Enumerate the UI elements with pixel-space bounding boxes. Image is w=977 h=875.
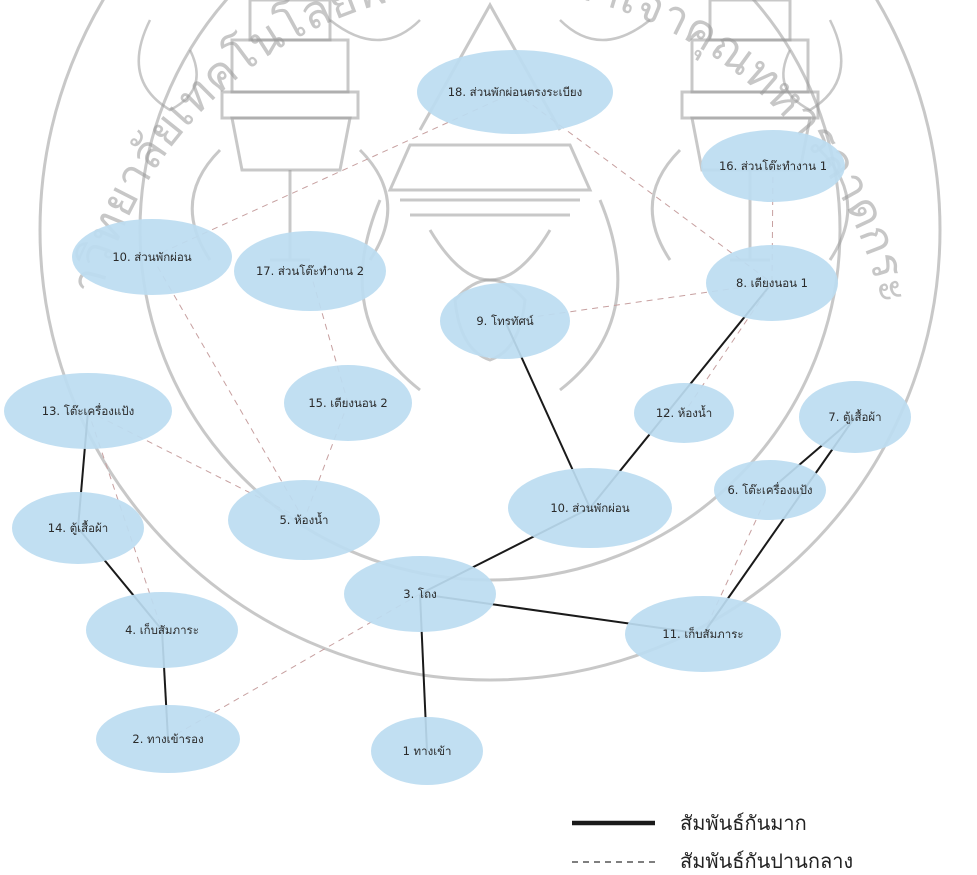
node-ellipse	[96, 705, 240, 773]
legend: สัมพันธ์กันมาก สัมพันธ์กันปานกลาง	[572, 811, 853, 873]
node-ellipse	[72, 219, 232, 295]
node-n8: 8. เตียงนอน 1	[706, 245, 838, 321]
node-n2: 2. ทางเข้ารอง	[96, 705, 240, 773]
node-ellipse	[228, 480, 380, 560]
node-n5: 5. ห้องน้ำ	[228, 480, 380, 560]
node-n17: 17. ส่วนโต๊ะทำงาน 2	[234, 231, 386, 311]
node-ellipse	[234, 231, 386, 311]
node-n18: 18. ส่วนพักผ่อนตรงระเบียง	[417, 50, 613, 134]
node-label: 16. ส่วนโต๊ะทำงาน 1	[719, 159, 827, 173]
node-ellipse	[799, 381, 911, 453]
node-n12: 12. ห้องน้ำ	[634, 383, 734, 443]
node-n4: 4. เก็บสัมภาระ	[86, 592, 238, 668]
node-n7: 7. ตู้เสื้อผ้า	[799, 381, 911, 453]
node-label: 11. เก็บสัมภาระ	[662, 626, 743, 641]
node-ellipse	[440, 283, 570, 359]
node-label: 5. ห้องน้ำ	[279, 512, 328, 527]
node-ellipse	[86, 592, 238, 668]
node-label: 18. ส่วนพักผ่อนตรงระเบียง	[448, 85, 583, 99]
node-label: 9. โทรทัศน์	[476, 314, 533, 328]
node-label: 10. ส่วนพักผ่อน	[550, 501, 629, 515]
node-label: 1 ทางเข้า	[403, 744, 452, 758]
node-ellipse	[634, 383, 734, 443]
legend-strong-label: สัมพันธ์กันมาก	[680, 811, 807, 835]
seal-outer-ring	[38, 0, 942, 682]
node-n9: 9. โทรทัศน์	[440, 283, 570, 359]
node-ellipse	[706, 245, 838, 321]
edge-n10a-n5-medium	[151, 256, 305, 521]
swirl-ornaments	[137, 19, 843, 112]
node-ellipse	[12, 492, 144, 564]
node-label: 14. ตู้เสื้อผ้า	[48, 520, 108, 535]
node-label: 17. ส่วนโต๊ะทำงาน 2	[256, 264, 364, 278]
node-label: 10. ส่วนพักผ่อน	[112, 250, 191, 264]
legend-medium-label: สัมพันธ์กันปานกลาง	[680, 849, 853, 873]
node-n6: 6. โต๊ะเครื่องแป้ง	[714, 460, 826, 520]
node-n10b: 10. ส่วนพักผ่อน	[508, 468, 672, 548]
node-n14: 14. ตู้เสื้อผ้า	[12, 492, 144, 564]
node-n16: 16. ส่วนโต๊ะทำงาน 1	[701, 130, 845, 202]
node-label: 6. โต๊ะเครื่องแป้ง	[727, 482, 812, 497]
edge-n16-n8-medium	[771, 165, 774, 284]
node-ellipse	[508, 468, 672, 548]
node-n1: 1 ทางเข้า	[371, 717, 483, 785]
node-ellipse	[625, 596, 781, 672]
node-label: 7. ตู้เสื้อผ้า	[828, 409, 881, 424]
node-label: 2. ทางเข้ารอง	[132, 732, 203, 746]
node-ellipse	[344, 556, 496, 632]
nodes-layer: 18. ส่วนพักผ่อนตรงระเบียง 16. ส่วนโต๊ะทำง…	[4, 50, 911, 785]
node-label: 15. เตียงนอน 2	[308, 396, 387, 410]
edge-n18-n8-medium	[514, 91, 773, 284]
node-n3: 3. โถง	[344, 556, 496, 632]
node-label: 12. ห้องน้ำ	[656, 405, 712, 420]
node-ellipse	[284, 365, 412, 441]
node-ellipse	[714, 460, 826, 520]
node-ellipse	[4, 373, 172, 449]
node-label: 13. โต๊ะเครื่องแป้ง	[42, 403, 134, 418]
node-n10a: 10. ส่วนพักผ่อน	[72, 219, 232, 295]
node-n13: 13. โต๊ะเครื่องแป้ง	[4, 373, 172, 449]
node-ellipse	[371, 717, 483, 785]
node-n15: 15. เตียงนอน 2	[284, 365, 412, 441]
edge-n11-n7-strong	[702, 416, 856, 635]
node-ellipse	[417, 50, 613, 134]
node-ellipse	[701, 130, 845, 202]
node-n11: 11. เก็บสัมภาระ	[625, 596, 781, 672]
node-label: 8. เตียงนอน 1	[736, 276, 808, 290]
node-label: 4. เก็บสัมภาระ	[125, 622, 199, 637]
node-label: 3. โถง	[403, 587, 436, 601]
